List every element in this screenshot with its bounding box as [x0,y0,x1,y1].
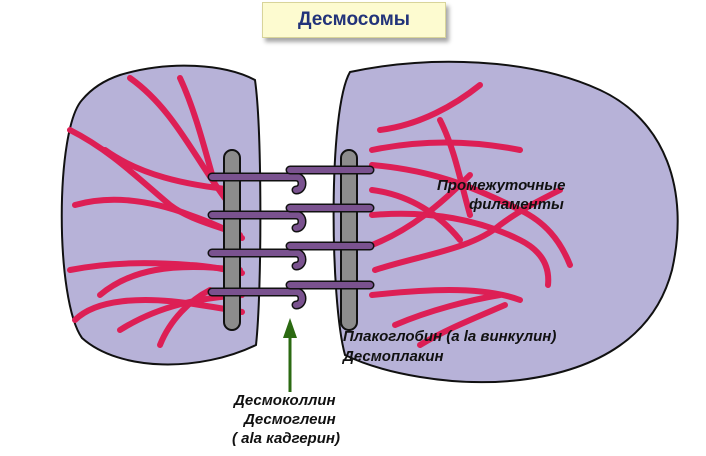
linker-3 [207,241,375,271]
linker-2 [207,203,375,233]
right-plaque [340,149,358,331]
label-cadherins-3: ( ala кадгерин) [232,430,340,447]
cadherin-linkers [207,165,375,310]
linker-1 [207,165,375,195]
label-cadherins-2: Десмоглеин [244,411,336,428]
left-plaque [223,149,241,331]
linker-4 [207,280,375,310]
right-intermediate-filaments [369,82,573,348]
page-title: Десмосомы [262,2,446,38]
label-intermediate-filaments-2: филаменты [469,196,564,213]
cadherin-arrow [283,318,297,392]
label-plaque-proteins-2: Десмоплакин [343,348,444,365]
label-cadherins-1: Десмоколлин [234,392,336,409]
label-intermediate-filaments-1: Промежуточные [437,177,566,194]
label-plaque-proteins-1: Плакоглобин (а la винкулин) [343,328,557,345]
